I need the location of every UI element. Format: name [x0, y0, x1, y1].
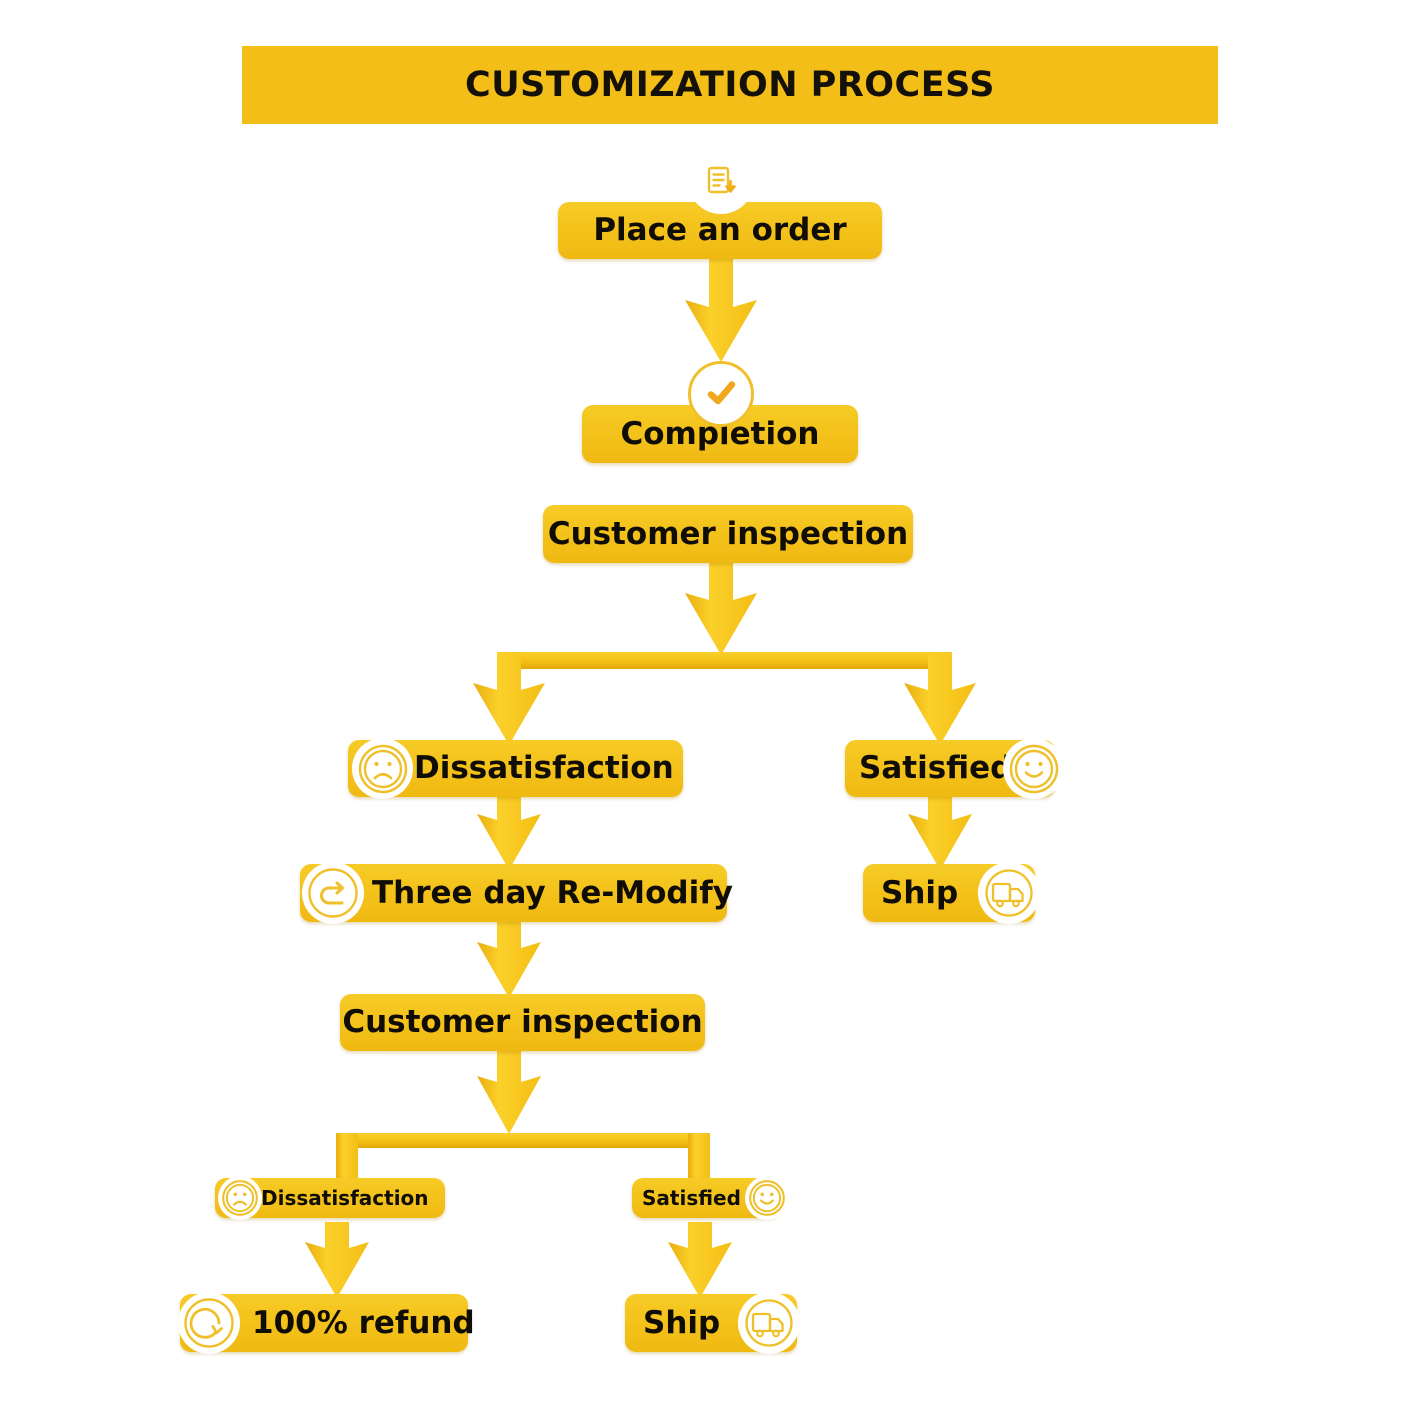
- node-label-dissatisfaction-1: Dissatisfaction: [414, 750, 674, 786]
- refund-circle-arrow-icon: [178, 1292, 240, 1354]
- order-document-icon: [688, 148, 754, 214]
- happy-face-icon: [1003, 738, 1064, 799]
- node-label-satisfied-1: Satisfied: [859, 750, 1013, 786]
- sad-face-icon: [218, 1176, 262, 1220]
- arrow-place-order-to-completion: [685, 258, 757, 362]
- arrow-inspection1-down: [685, 562, 757, 655]
- node-customer-inspection-2[interactable]: Customer inspection: [340, 994, 705, 1051]
- node-label-customer-inspection-2: Customer inspection: [342, 1004, 703, 1040]
- branch-bar-1: [473, 652, 976, 745]
- node-label-ship-2: Ship: [643, 1304, 721, 1341]
- node-label-ship-1: Ship: [881, 874, 959, 911]
- arrow-inspection2-down: [477, 1050, 541, 1134]
- node-three-day-re-modify[interactable]: Three day Re-Modify: [300, 864, 733, 922]
- arrow-dissatisfaction1-to-remodify: [477, 796, 541, 870]
- arrow-dissatisfaction2-to-refund: [305, 1222, 369, 1298]
- header-bar: CUSTOMIZATION PROCESS: [242, 46, 1218, 124]
- node-label-dissatisfaction-2: Dissatisfaction: [261, 1186, 429, 1210]
- arrow-satisfied1-to-ship1: [908, 796, 972, 870]
- node-label-satisfied-2: Satisfied: [642, 1186, 741, 1210]
- truck-icon: [978, 862, 1040, 924]
- happy-face-icon: [745, 1176, 789, 1220]
- arrow-remodify-to-inspection2: [477, 922, 541, 998]
- truck-icon: [738, 1292, 800, 1354]
- node-label-customer-inspection-1: Customer inspection: [547, 515, 909, 552]
- redo-arrow-icon: [302, 862, 364, 924]
- node-label-place-an-order: Place an order: [593, 212, 847, 248]
- sad-face-icon: [352, 738, 413, 799]
- node-label-three-day-re-modify: Three day Re-Modify: [372, 874, 733, 911]
- check-circle-icon: [688, 361, 754, 427]
- node-label-refund: 100% refund: [252, 1304, 475, 1341]
- node-customer-inspection-1[interactable]: Customer inspection: [543, 505, 913, 563]
- page-title: CUSTOMIZATION PROCESS: [465, 65, 995, 105]
- arrow-satisfied2-to-ship2: [668, 1222, 732, 1298]
